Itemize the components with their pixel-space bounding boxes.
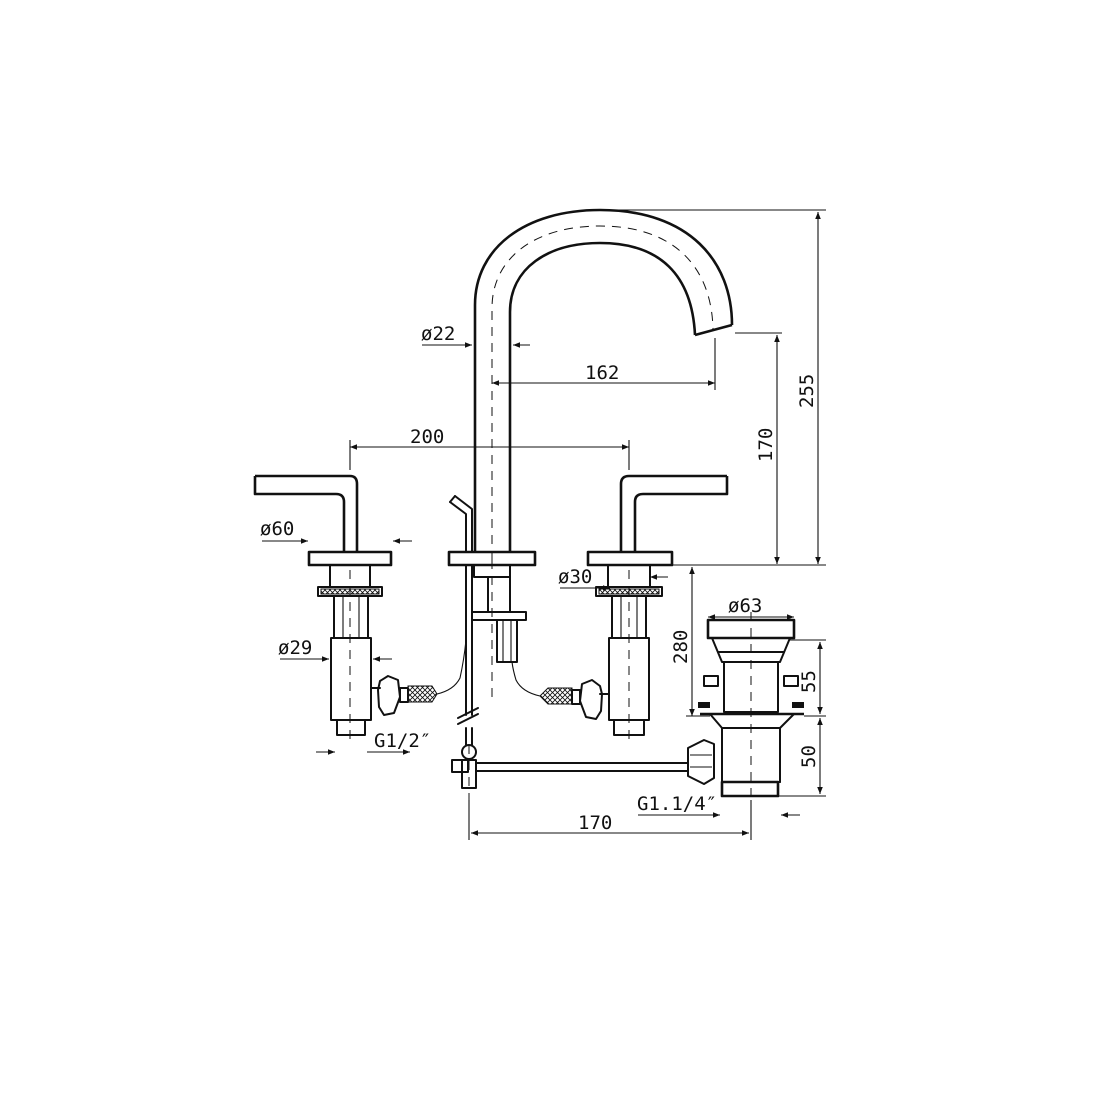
dim-waste-upper-height: 55 [798, 670, 820, 693]
dim-inlet-thread: G1/2″ [374, 730, 431, 752]
left-inlet-hose [370, 639, 467, 716]
dim-handle-base-diameter: ø30 [558, 566, 592, 588]
spout [473, 208, 734, 560]
dim-handle-spacing: 200 [410, 426, 444, 448]
popup-horizontal-rod [451, 744, 689, 800]
dim-overall-height: 255 [796, 374, 818, 408]
dim-shank-length: 280 [670, 630, 692, 664]
dim-waste-lower-height: 50 [798, 745, 820, 768]
dim-spout-height: 170 [755, 428, 777, 462]
left-valve [253, 474, 393, 745]
waste-assembly [687, 612, 804, 805]
dim-waste-thread: G1.1/4″ [637, 793, 717, 815]
dimension-labels: ø22 162 200 170 255 ø60 ø29 G1/2″ ø30 28… [260, 323, 820, 834]
right-inlet-hose [511, 661, 610, 720]
right-valve [586, 474, 729, 745]
dim-waste-flange-diameter: ø63 [728, 595, 762, 617]
spout-base [447, 550, 537, 700]
dim-rosette-diameter: ø60 [260, 518, 294, 540]
dim-valve-body-diameter: ø29 [278, 637, 312, 659]
dim-spout-reach: 162 [585, 362, 619, 384]
dim-spout-diameter: ø22 [421, 323, 455, 345]
dimension-lines [262, 209, 826, 840]
dim-rod-length: 170 [578, 812, 612, 834]
